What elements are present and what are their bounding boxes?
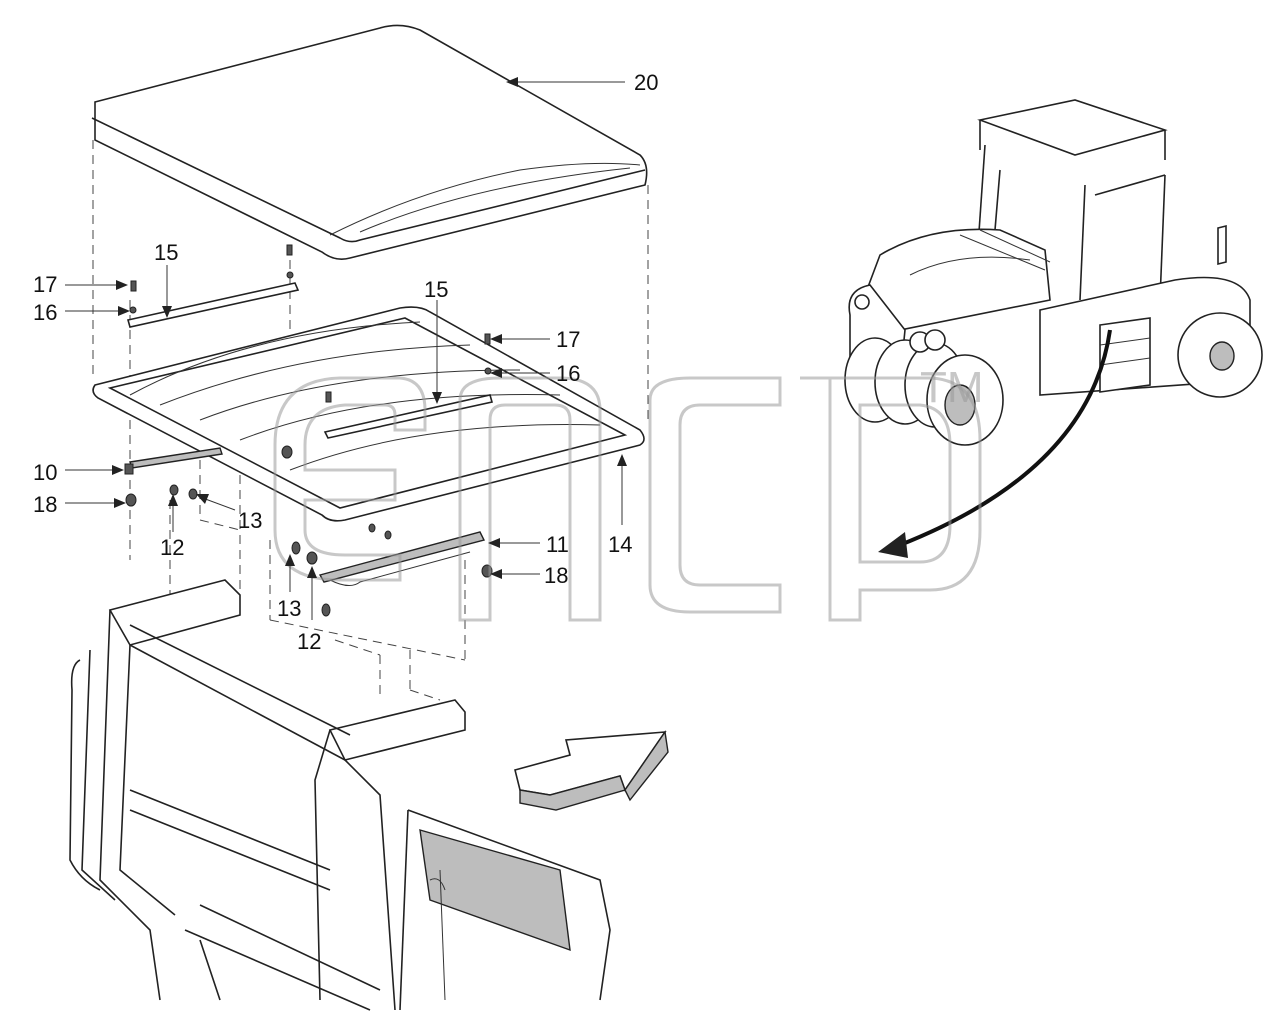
callout-17-left: 17	[33, 272, 57, 297]
roller-machine-illustration	[844, 99, 1263, 446]
trim-strips	[126, 282, 494, 439]
fasteners	[124, 244, 493, 617]
callout-20: 20	[634, 70, 658, 95]
callout-13-left: 13	[238, 508, 262, 533]
roof-cover	[91, 24, 648, 260]
callout-12-right: 12	[297, 629, 321, 654]
callout-15-left: 15	[154, 240, 178, 265]
callout-15-right: 15	[424, 277, 448, 302]
cab-frame	[69, 579, 611, 1011]
callout-10: 10	[33, 460, 57, 485]
callout-18-right: 18	[544, 563, 568, 588]
callout-11: 11	[546, 532, 569, 557]
callout-18-left: 18	[33, 492, 57, 517]
trademark-mark: TM	[920, 363, 984, 412]
callout-16-left: 16	[33, 300, 57, 325]
callout-14: 14	[608, 532, 632, 557]
callout-16-right: 16	[556, 361, 580, 386]
callout-12-left: 12	[160, 535, 184, 560]
direction-arrow-icon	[514, 730, 669, 811]
roof-frame	[92, 306, 645, 586]
curved-arrow-icon	[878, 329, 1112, 558]
callout-17-right: 17	[556, 327, 580, 352]
watermark-logo: TM	[273, 363, 984, 622]
callouts: 20 15 17 16 15 17 16 10 18	[33, 70, 658, 654]
callout-13-right: 13	[277, 596, 301, 621]
